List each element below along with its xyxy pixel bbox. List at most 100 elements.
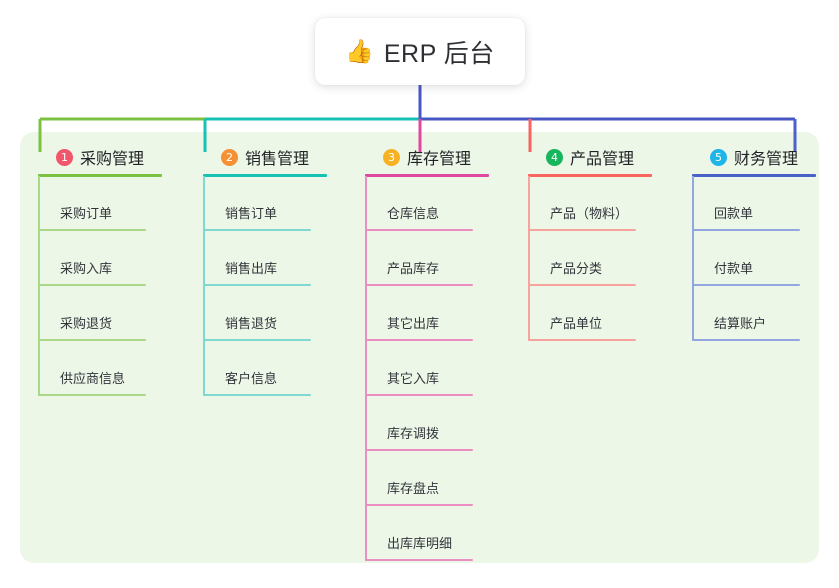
leaf-item-label: 付款单 <box>714 261 754 276</box>
leaf-item-label: 产品分类 <box>550 261 603 276</box>
leaf-item[interactable]: 其它入库 <box>365 341 505 396</box>
leaf-item[interactable]: 销售订单 <box>203 176 343 231</box>
branch-title: 采购管理 <box>80 151 145 168</box>
branch-header-underline <box>692 174 816 177</box>
leaf-item[interactable]: 产品库存 <box>365 231 505 286</box>
leaf-item[interactable]: 库存调拨 <box>365 396 505 451</box>
leaf-item[interactable]: 产品单位 <box>528 286 668 341</box>
branch-spine <box>692 176 694 341</box>
leaf-item-underline <box>528 229 636 231</box>
branch-item-list: 采购订单采购入库采购退货供应商信息 <box>38 176 178 396</box>
leaf-item[interactable]: 采购订单 <box>38 176 178 231</box>
branch-spine <box>365 176 367 561</box>
leaf-item-label: 采购订单 <box>60 206 113 221</box>
branch-item-list: 回款单付款单结算账户 <box>692 176 832 341</box>
leaf-item[interactable]: 仓库信息 <box>365 176 505 231</box>
leaf-item-underline <box>365 284 473 286</box>
leaf-item[interactable]: 付款单 <box>692 231 832 286</box>
branch-number-badge: 5 <box>710 148 727 166</box>
leaf-item-underline <box>528 284 636 286</box>
leaf-item-underline <box>365 559 473 561</box>
branch-column-1: 1 采购管理采购订单采购入库采购退货供应商信息 <box>38 145 162 396</box>
leaf-item[interactable]: 客户信息 <box>203 341 343 396</box>
leaf-item-underline <box>365 339 473 341</box>
leaf-item[interactable]: 产品分类 <box>528 231 668 286</box>
leaf-item[interactable]: 供应商信息 <box>38 341 178 396</box>
leaf-item-label: 仓库信息 <box>387 206 440 221</box>
leaf-item-label: 客户信息 <box>225 371 278 386</box>
branch-header-4[interactable]: 4 产品管理 <box>528 145 634 169</box>
leaf-item-underline <box>203 339 311 341</box>
branch-title: 产品管理 <box>570 151 635 168</box>
leaf-item-underline <box>365 449 473 451</box>
leaf-item-underline <box>692 229 800 231</box>
leaf-item-label: 供应商信息 <box>60 371 126 386</box>
leaf-item-label: 产品库存 <box>387 261 440 276</box>
leaf-item-label: 采购退货 <box>60 316 113 331</box>
leaf-item[interactable]: 采购退货 <box>38 286 178 341</box>
leaf-item-underline <box>203 394 311 396</box>
leaf-item-underline <box>365 394 473 396</box>
branch-spine <box>528 176 530 341</box>
leaf-item[interactable]: 销售出库 <box>203 231 343 286</box>
branch-number-badge: 1 <box>56 148 73 166</box>
branch-spine <box>38 176 40 396</box>
root-title: ERP 后台 <box>383 39 495 68</box>
leaf-item-underline <box>692 284 800 286</box>
branch-number-badge: 2 <box>221 148 238 166</box>
branch-header-underline <box>365 174 489 177</box>
root-node-card[interactable]: 👍 ERP 后台 <box>315 18 525 85</box>
leaf-item-underline <box>203 284 311 286</box>
leaf-item-label: 库存盘点 <box>387 481 440 496</box>
leaf-item[interactable]: 出库库明细 <box>365 506 505 561</box>
leaf-item-label: 销售退货 <box>225 316 278 331</box>
leaf-item-underline <box>38 229 146 231</box>
leaf-item[interactable]: 结算账户 <box>692 286 832 341</box>
leaf-item[interactable]: 销售退货 <box>203 286 343 341</box>
branch-spine <box>203 176 205 396</box>
leaf-item-label: 出库库明细 <box>387 536 453 551</box>
leaf-item-underline <box>38 284 146 286</box>
leaf-item-underline <box>365 504 473 506</box>
leaf-item[interactable]: 库存盘点 <box>365 451 505 506</box>
branch-item-list: 产品（物料） 产品分类产品单位 <box>528 176 668 341</box>
branch-column-2: 2 销售管理销售订单销售出库销售退货客户信息 <box>203 145 327 396</box>
branch-header-underline <box>528 174 652 177</box>
leaf-item-label: 结算账户 <box>714 316 767 331</box>
branch-header-3[interactable]: 3 库存管理 <box>365 145 471 169</box>
branch-item-list: 仓库信息产品库存其它出库其它入库库存调拨库存盘点出库库明细 <box>365 176 505 561</box>
leaf-item-label: 销售订单 <box>225 206 278 221</box>
leaf-item-underline <box>692 339 800 341</box>
leaf-item-label: 销售出库 <box>225 261 278 276</box>
leaf-item-label: 产品（物料） <box>550 206 629 221</box>
leaf-item-underline <box>365 229 473 231</box>
branch-header-underline <box>38 174 162 177</box>
branch-title: 销售管理 <box>245 151 310 168</box>
branch-column-4: 4 产品管理产品（物料） 产品分类产品单位 <box>528 145 652 341</box>
leaf-item-label: 采购入库 <box>60 261 113 276</box>
leaf-item[interactable]: 产品（物料） <box>528 176 668 231</box>
leaf-item-label: 产品单位 <box>550 316 603 331</box>
leaf-item-underline <box>203 229 311 231</box>
branch-header-1[interactable]: 1 采购管理 <box>38 145 144 169</box>
branch-title: 库存管理 <box>407 151 472 168</box>
leaf-item-underline <box>38 394 146 396</box>
branch-header-2[interactable]: 2 销售管理 <box>203 145 309 169</box>
leaf-item-label: 其它出库 <box>387 316 440 331</box>
branch-header-underline <box>203 174 327 177</box>
branch-number-badge: 3 <box>383 148 400 166</box>
leaf-item-label: 回款单 <box>714 206 754 221</box>
leaf-item-underline <box>528 339 636 341</box>
branch-number-badge: 4 <box>546 148 563 166</box>
leaf-item[interactable]: 回款单 <box>692 176 832 231</box>
content-panel <box>20 132 819 563</box>
leaf-item-underline <box>38 339 146 341</box>
leaf-item[interactable]: 采购入库 <box>38 231 178 286</box>
thumbs-up-icon: 👍 <box>345 38 374 64</box>
leaf-item[interactable]: 其它出库 <box>365 286 505 341</box>
